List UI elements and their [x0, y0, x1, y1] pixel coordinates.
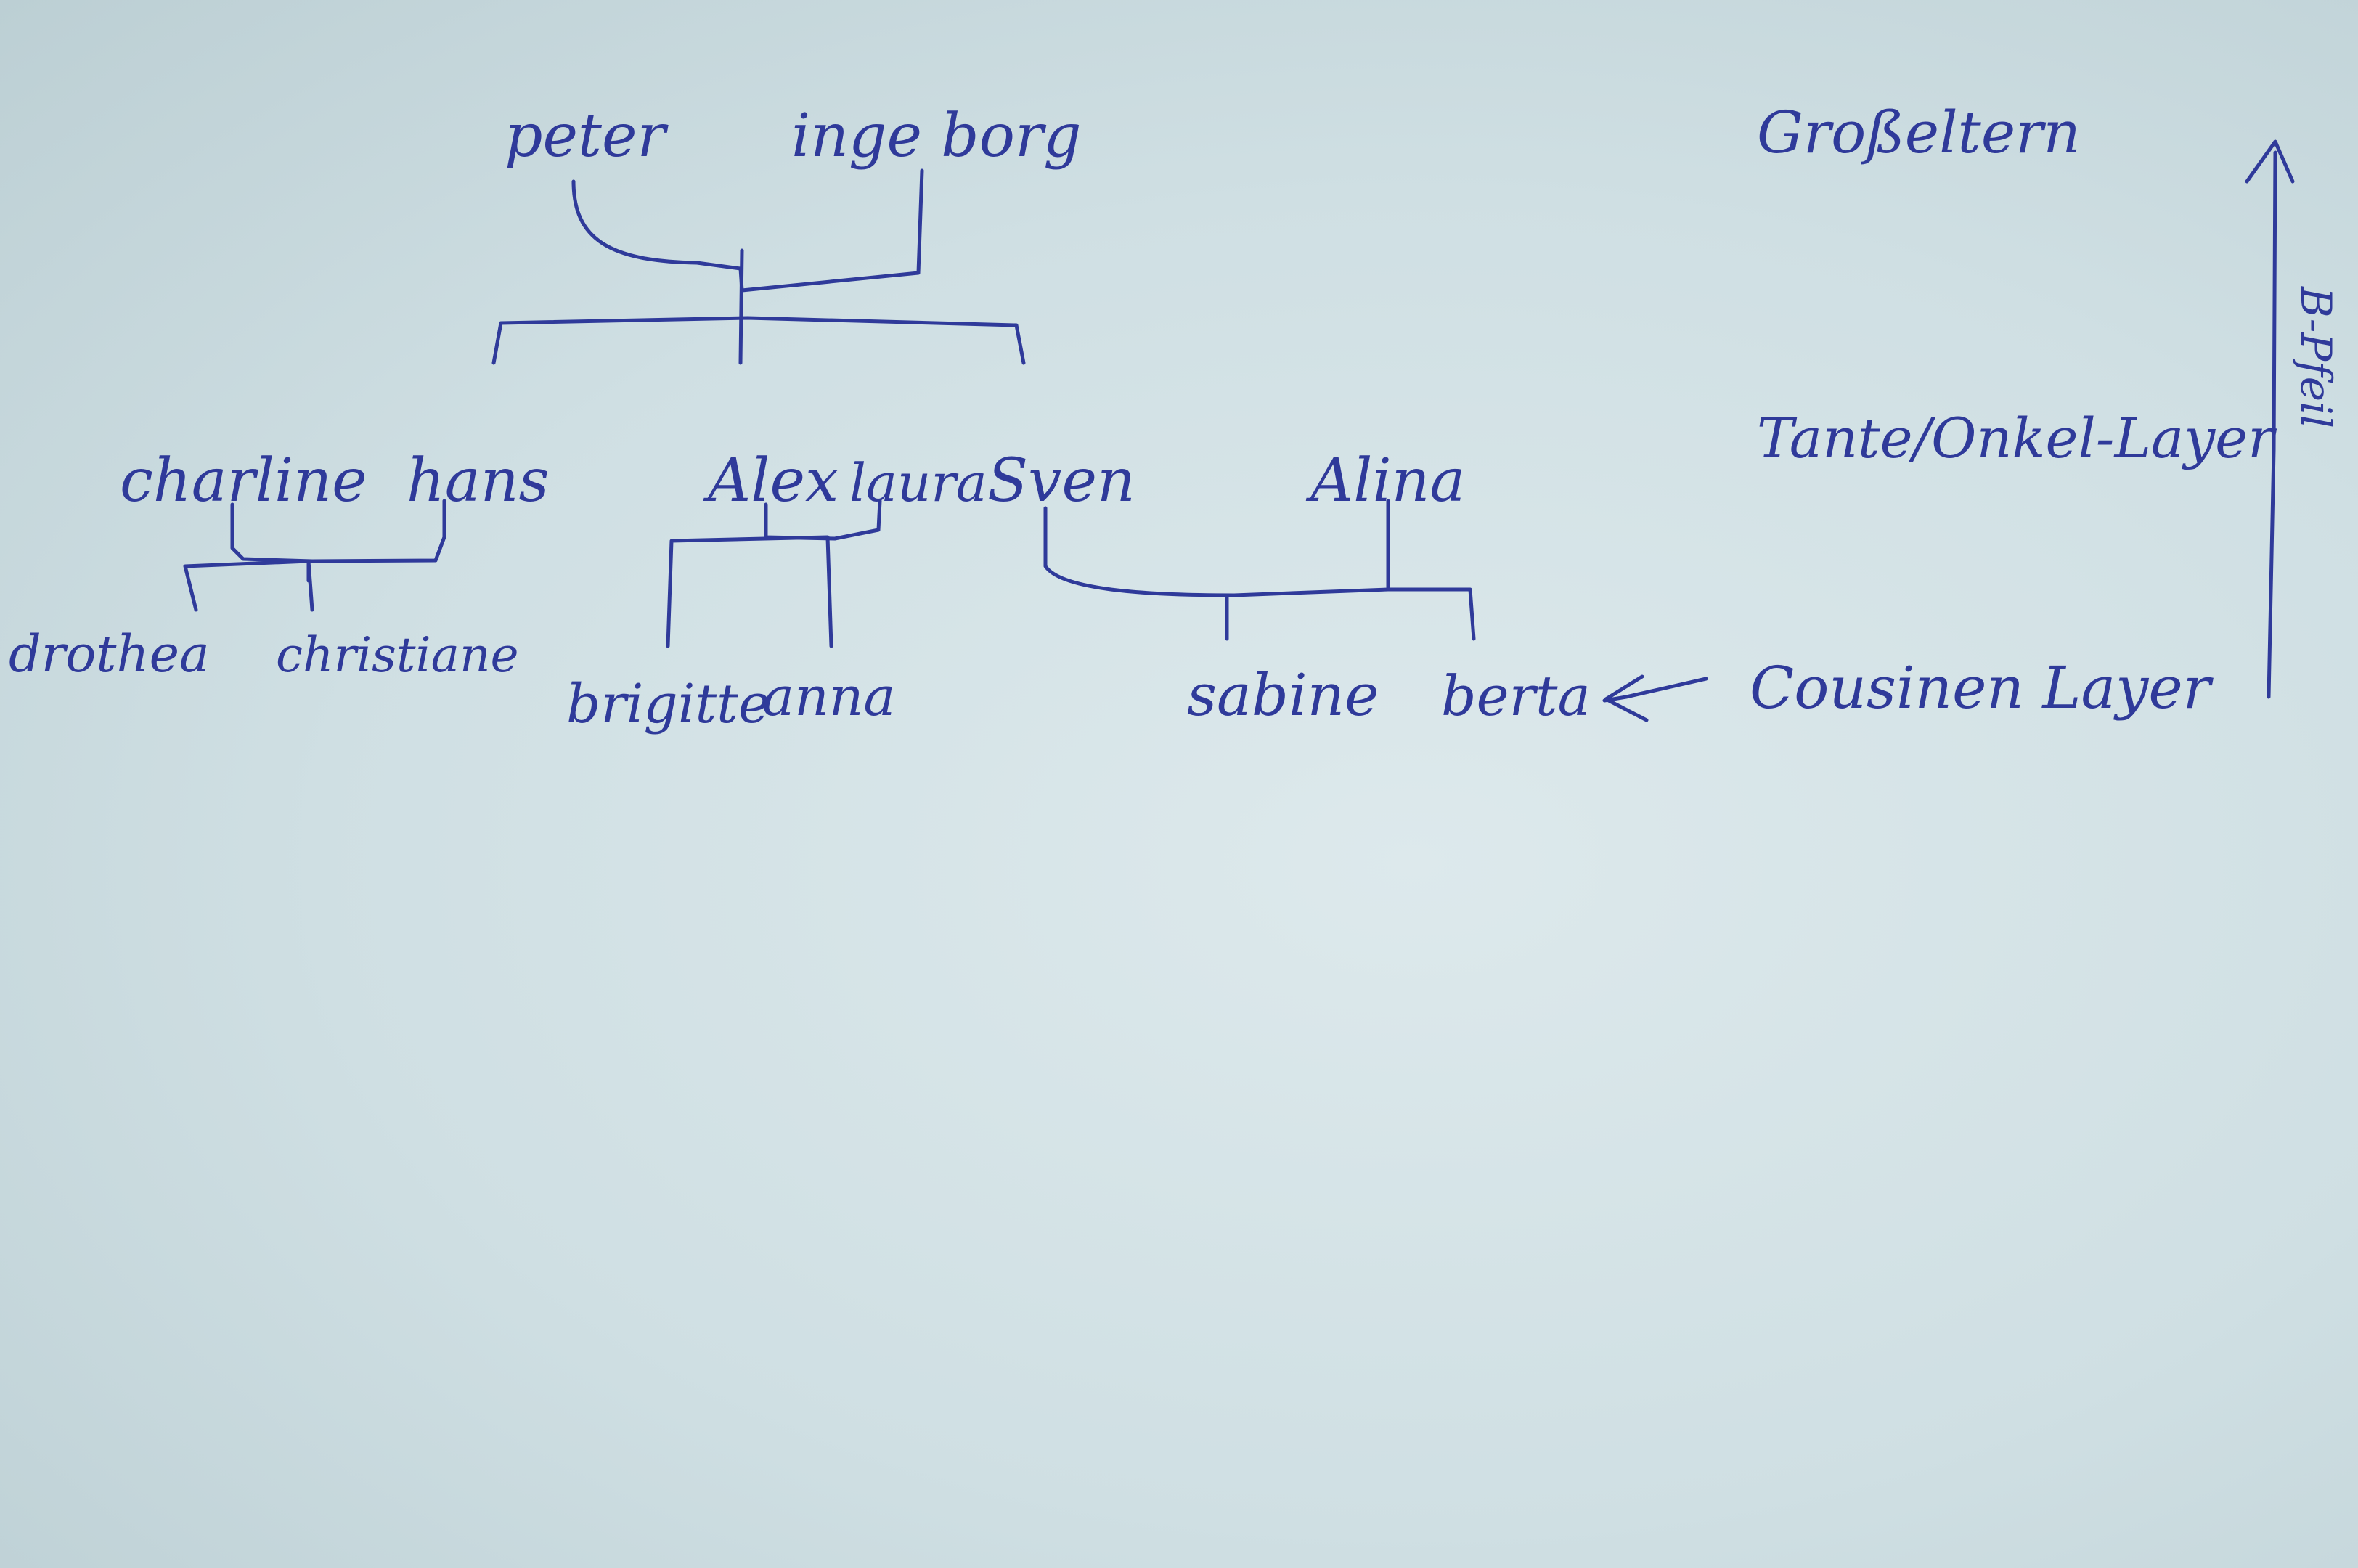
connector-alex-laura — [764, 499, 882, 541]
label-cousins-layer: Cousinen Layer — [1750, 654, 2214, 722]
connector-sven-alina-children — [1225, 587, 1476, 641]
name-christiane: christiane — [276, 627, 519, 683]
connector-charline-hans — [230, 499, 446, 563]
connector-grandparents — [571, 168, 924, 293]
connector-grandparents-stem — [738, 248, 744, 365]
vertical-arrow-line — [2267, 150, 2277, 699]
name-berta: berta — [1441, 663, 1591, 728]
name-brigitte: brigitte — [566, 673, 770, 735]
cousins-arrow-icon — [1602, 674, 1708, 722]
connector-sven-alina — [1043, 499, 1390, 597]
connector-charline-hans-children — [183, 559, 314, 612]
name-drothea: drothea — [9, 624, 210, 684]
name-anna: anna — [762, 666, 896, 728]
name-laura: laura — [849, 452, 987, 513]
name-sven: Sven — [987, 446, 1135, 515]
up-arrow-icon — [2245, 139, 2295, 184]
name-alex: Alex — [703, 446, 839, 515]
name-hans: hans — [407, 446, 550, 515]
label-b-pfeil: B-Pfeil — [2291, 286, 2341, 428]
name-sabine: sabine — [1187, 661, 1379, 729]
name-alina: Alina — [1305, 446, 1465, 515]
connector-alex-laura-children — [666, 535, 833, 648]
label-grandparents: Großeltern — [1757, 99, 2081, 166]
name-peter: peter — [505, 102, 669, 171]
name-inge-borg: inge borg — [791, 102, 1082, 171]
connector-children-bar — [491, 316, 1026, 365]
name-charline: charline — [120, 446, 367, 515]
label-aunt-uncle-layer: Tante/Onkel-Layer — [1757, 406, 2277, 470]
